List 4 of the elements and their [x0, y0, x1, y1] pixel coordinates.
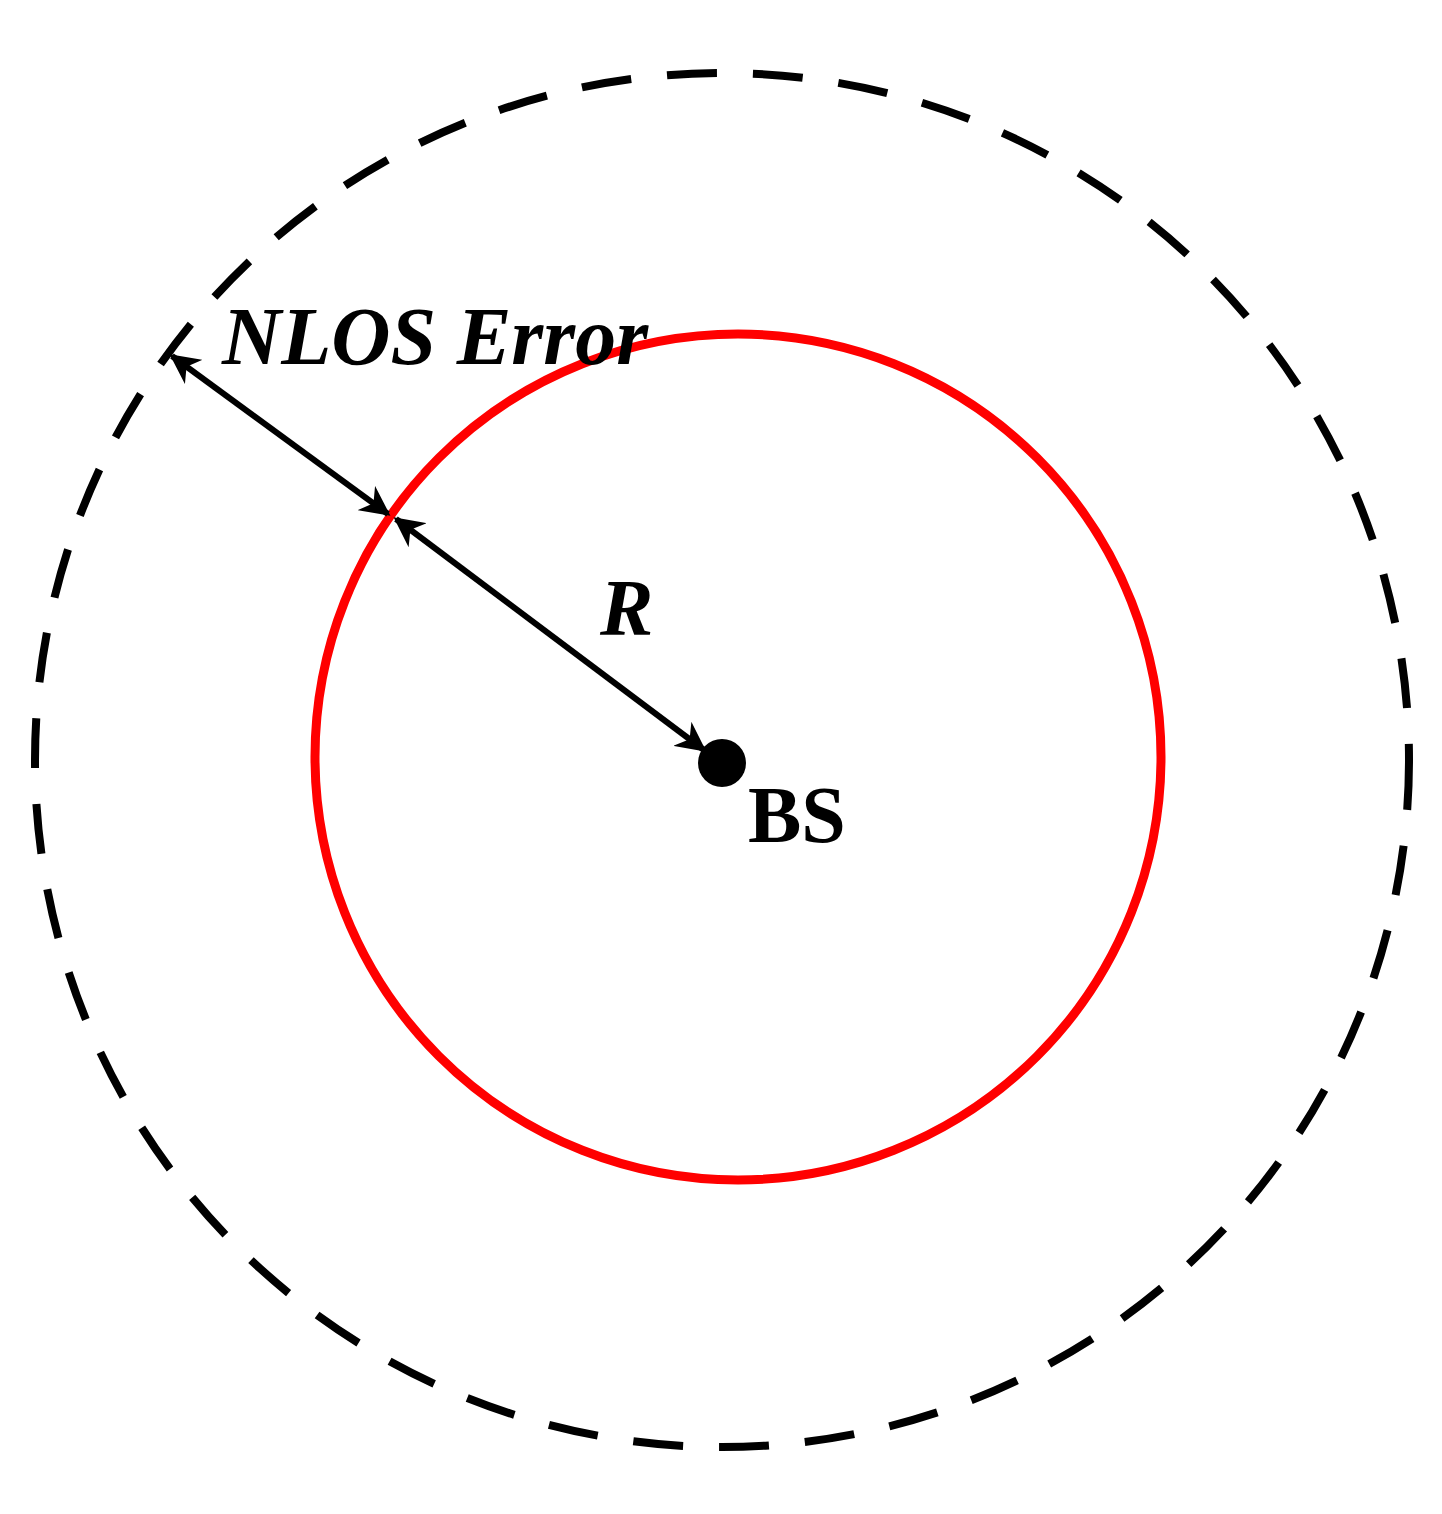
dimension-label: R	[600, 568, 654, 648]
station-label: BS	[748, 775, 846, 855]
station-dot	[698, 739, 746, 787]
dimension-label: NLOS Error	[222, 296, 649, 378]
